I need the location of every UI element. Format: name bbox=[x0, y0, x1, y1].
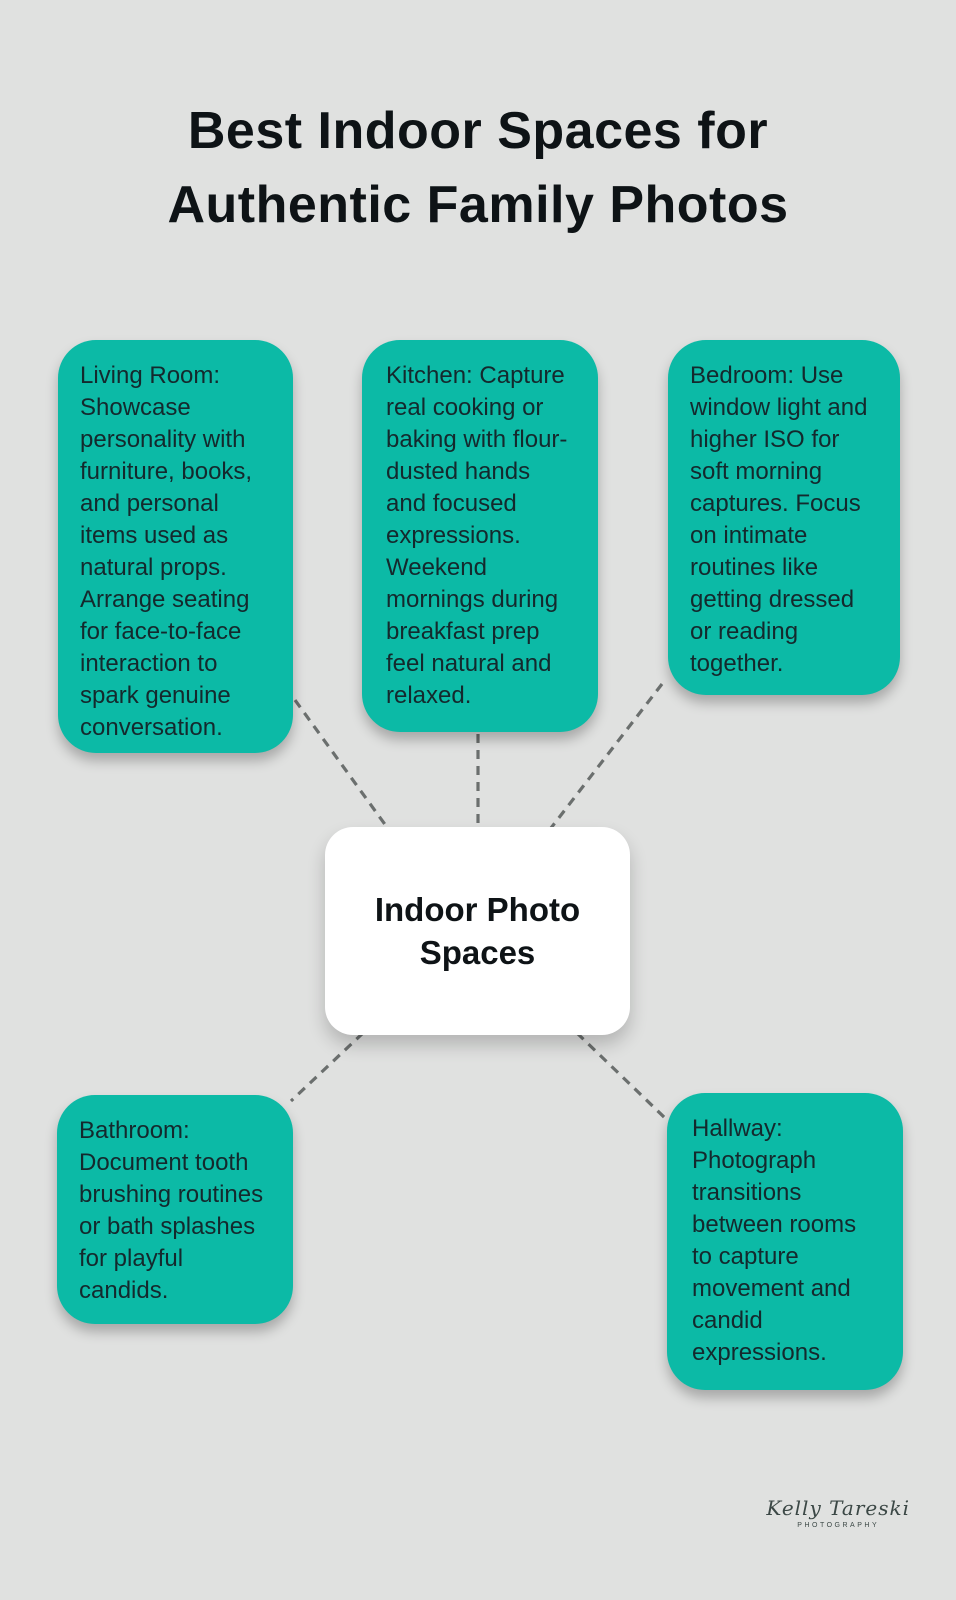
node-hallway: Hallway: Photograph transitions between … bbox=[667, 1093, 903, 1390]
brand-signature-name: Kelly Tareski bbox=[766, 1496, 910, 1520]
node-bathroom: Bathroom: Document tooth brushing routin… bbox=[57, 1095, 293, 1324]
page-title-line-1: Best Indoor Spaces for bbox=[187, 102, 769, 160]
node-hallway-text: Hallway: Photograph transitions between … bbox=[692, 1115, 857, 1366]
node-bathroom-text: Bathroom: Document tooth brushing routin… bbox=[79, 1117, 264, 1304]
node-kitchen: Kitchen: Capture real cooking or baking … bbox=[362, 340, 598, 732]
center-node: Indoor Photo Spaces bbox=[325, 827, 630, 1035]
page-title: Best Indoor Spaces for Authentic Family … bbox=[0, 94, 956, 242]
brand-signature-subtitle: PHOTOGRAPHY bbox=[797, 1522, 880, 1529]
connector-bathroom bbox=[289, 1031, 365, 1103]
center-node-label: Indoor Photo Spaces bbox=[374, 891, 581, 971]
node-living-room-text: Living Room: Showcase personality with f… bbox=[80, 362, 253, 741]
node-living-room: Living Room: Showcase personality with f… bbox=[58, 340, 293, 753]
connector-hallway bbox=[575, 1031, 667, 1120]
page-title-line-2: Authentic Family Photos bbox=[167, 176, 789, 234]
node-bedroom-text: Bedroom: Use window light and higher ISO… bbox=[690, 362, 868, 677]
node-bedroom: Bedroom: Use window light and higher ISO… bbox=[668, 340, 900, 695]
node-kitchen-text: Kitchen: Capture real cooking or baking … bbox=[386, 362, 568, 709]
brand-signature: Kelly Tareski PHOTOGRAPHY bbox=[766, 1496, 910, 1530]
